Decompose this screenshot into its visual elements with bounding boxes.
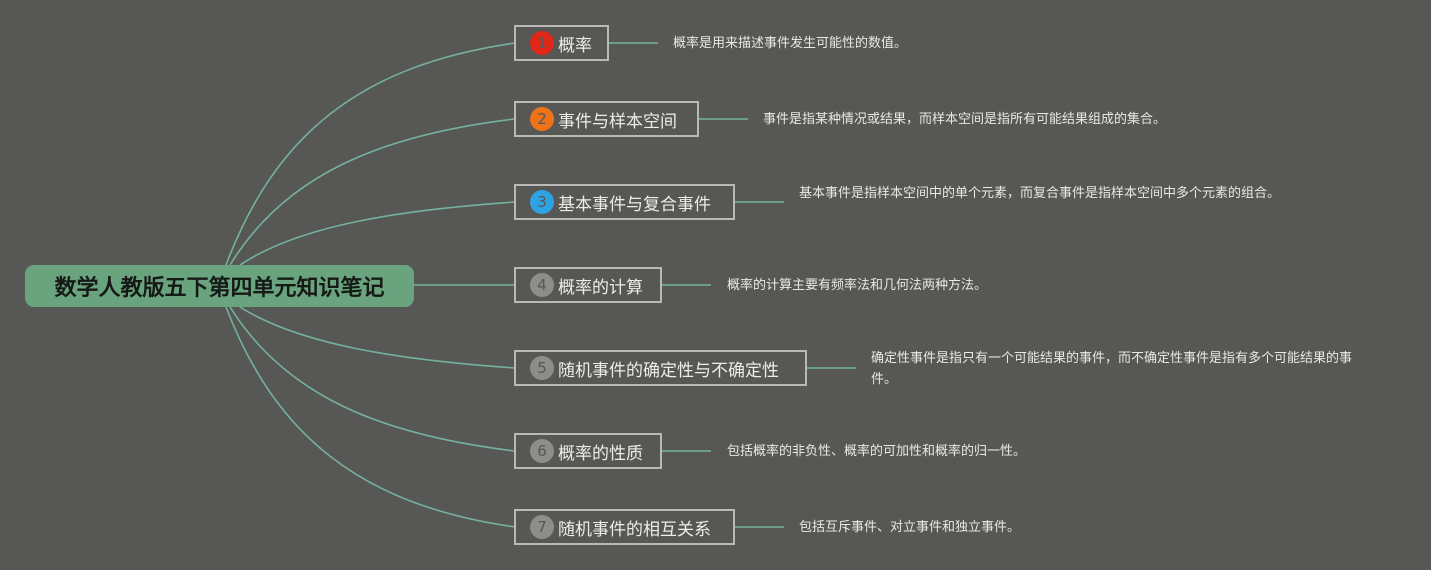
branch-line-1 [225, 42, 516, 266]
topic-note-4: 概率的计算主要有频率法和几何法两种方法。 [727, 278, 988, 293]
topic-label-3: 基本事件与复合事件 [558, 194, 711, 215]
topic-label-4: 概率的计算 [558, 277, 643, 298]
number-badge-5: 5 [530, 356, 554, 380]
topic-node-7[interactable]: 7 随机事件的相互关系 [514, 509, 735, 545]
branch-line-6 [229, 306, 516, 452]
topic-note-6: 包括概率的非负性、概率的可加性和概率的归一性。 [727, 444, 1027, 459]
number-badge-3: 3 [530, 190, 554, 214]
branch-line-7 [225, 306, 516, 528]
topic-note-1: 概率是用来描述事件发生可能性的数值。 [673, 36, 908, 51]
topic-label-5: 随机事件的确定性与不确定性 [558, 360, 779, 381]
topic-node-3[interactable]: 3 基本事件与复合事件 [514, 184, 735, 220]
topic-node-2[interactable]: 2 事件与样本空间 [514, 101, 699, 137]
central-topic-label: 数学人教版五下第四单元知识笔记 [54, 276, 385, 301]
topic-node-1[interactable]: 1 概率 [514, 25, 609, 61]
topic-label-1: 概率 [558, 35, 592, 56]
number-badge-4: 4 [530, 273, 554, 297]
branch-line-3 [239, 201, 516, 266]
branch-line-5 [239, 306, 516, 369]
topic-label-2: 事件与样本空间 [558, 111, 677, 132]
topic-node-5[interactable]: 5 随机事件的确定性与不确定性 [514, 350, 807, 386]
number-badge-7: 7 [530, 515, 554, 539]
topic-node-6[interactable]: 6 概率的性质 [514, 433, 662, 469]
topic-note-2: 事件是指某种情况或结果，而样本空间是指所有可能结果组成的集合。 [763, 112, 1167, 127]
topic-note-7: 包括互斥事件、对立事件和独立事件。 [799, 520, 1021, 535]
topic-note-3: 基本事件是指样本空间中的单个元素，而复合事件是指样本空间中多个元素的组合。 [799, 186, 1281, 201]
number-badge-6: 6 [530, 439, 554, 463]
topic-label-6: 概率的性质 [558, 443, 643, 464]
central-topic[interactable]: 数学人教版五下第四单元知识笔记 [25, 265, 414, 307]
topic-note-5: 确定性事件是指只有一个可能结果的事件，而不确定性事件是指有多个可能结果的事件。 [871, 351, 1353, 387]
topic-label-7: 随机事件的相互关系 [558, 519, 711, 540]
topic-node-4[interactable]: 4 概率的计算 [514, 267, 662, 303]
branch-line-2 [229, 118, 516, 266]
number-badge-2: 2 [530, 107, 554, 131]
number-badge-1: 1 [530, 31, 554, 55]
